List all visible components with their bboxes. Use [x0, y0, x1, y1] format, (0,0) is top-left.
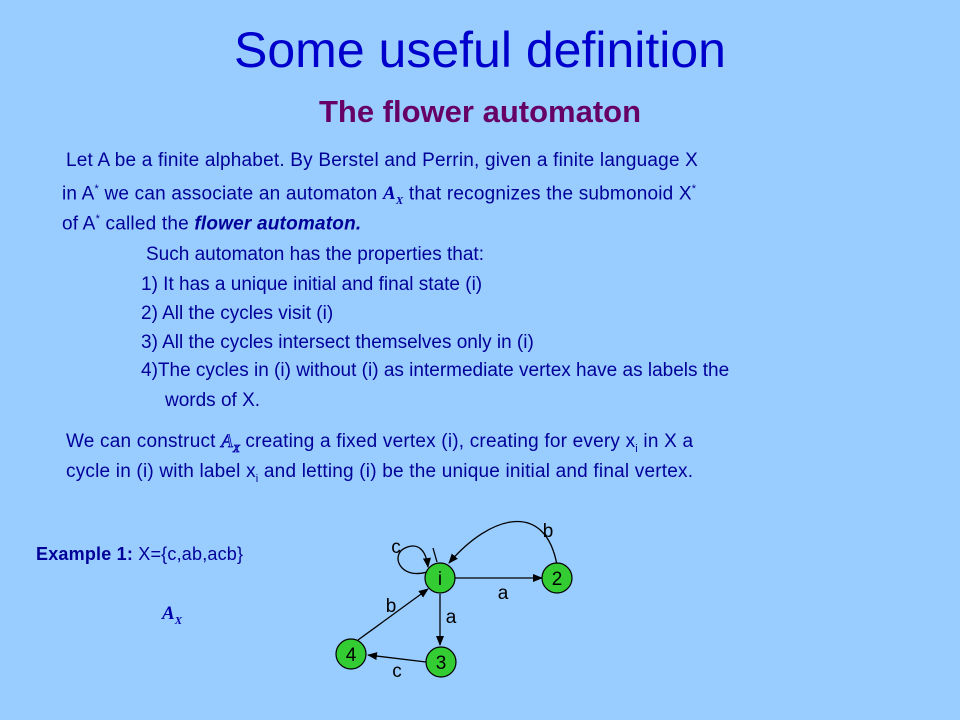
automaton-subscript: X	[395, 195, 404, 208]
index-subscript: i	[635, 442, 638, 455]
kleene-star: *	[94, 183, 99, 195]
intro-line-1: Let A be a finite alphabet. By Berstel a…	[66, 148, 698, 174]
property-item-3: 3) All the cycles intersect themselves o…	[141, 332, 534, 353]
intro-text: in A	[62, 183, 95, 205]
page-title: Some useful definition	[234, 22, 726, 78]
state-2: 2	[541, 562, 573, 594]
state-i-label: i	[438, 569, 442, 590]
state-4: 4	[335, 638, 367, 670]
automaton-symbol-small: AX	[162, 603, 183, 627]
automaton-symbol: AX	[382, 183, 404, 208]
automaton-letter: A	[382, 183, 396, 205]
edge-4-to-i	[357, 588, 429, 641]
label-3-to-4: c	[392, 661, 402, 682]
intro-text: called the	[100, 213, 195, 235]
example-label: Example 1:	[36, 544, 134, 564]
intro-text: we can associate an automaton	[98, 183, 383, 205]
construct-line-2: cycle in (i) with label xi and letting (…	[66, 459, 693, 492]
state-4-label: 4	[346, 645, 357, 666]
label-i-to-2: a	[498, 583, 509, 604]
construct-text: creating a fixed vertex (i), creating fo…	[239, 431, 636, 452]
automaton-letter: A	[221, 431, 233, 453]
example-value: X={c,ab,acb}	[133, 544, 244, 564]
kleene-star: *	[95, 213, 101, 225]
intro-text: that recognizes the submonoid X	[403, 183, 692, 205]
property-item-4-continued: words of X.	[165, 390, 261, 411]
automaton-symbol: AX	[221, 431, 241, 456]
construct-line-1: We can construct AX creating a fixed ver…	[66, 429, 693, 462]
intro-text: of A	[62, 213, 96, 235]
construct-text: We can construct	[66, 431, 222, 452]
intro-line-1-text: Let A be a finite alphabet. By Berstel a…	[66, 150, 699, 171]
edge-loop-c	[397, 545, 431, 575]
state-3: 3	[425, 646, 457, 678]
property-item-1: 1) It has a unique initial and final sta…	[141, 274, 483, 295]
label-loop-c: c	[391, 537, 401, 558]
construct-text: cycle in (i) with label x	[66, 461, 256, 482]
flower-automaton-term: flower automaton.	[194, 213, 362, 235]
state-i: i	[424, 562, 456, 594]
automaton-letter: A	[162, 603, 175, 624]
state-2-label: 2	[552, 569, 563, 590]
state-3-label: 3	[436, 653, 447, 674]
index-subscript: i	[255, 472, 259, 485]
automaton-subscript: X	[174, 615, 183, 627]
property-item-2: 2) All the cycles visit (i)	[141, 303, 334, 324]
automaton-subscript: X	[232, 442, 241, 455]
edge-2-to-i	[448, 520, 558, 566]
label-i-to-3: a	[446, 607, 457, 628]
intro-line-3: of A* called the flower automaton.	[62, 206, 361, 237]
construct-text: in X a	[637, 431, 694, 452]
label-4-to-i: b	[386, 596, 397, 617]
construct-text: and letting (i) be the unique initial an…	[258, 461, 694, 482]
label-2-to-i: b	[543, 521, 554, 542]
kleene-star: *	[691, 183, 697, 195]
property-item-4: 4)The cycles in (i) without (i) as inter…	[141, 360, 730, 381]
example-line: Example 1: X={c,ab,acb}	[36, 541, 243, 567]
properties-heading: Such automaton has the properties that:	[146, 244, 484, 265]
initial-state-marker	[432, 547, 438, 563]
edge-3-to-4	[367, 652, 427, 663]
page-subtitle: The flower automaton	[318, 94, 642, 129]
intro-line-2: in A* we can associate an automaton AX t…	[62, 176, 696, 214]
